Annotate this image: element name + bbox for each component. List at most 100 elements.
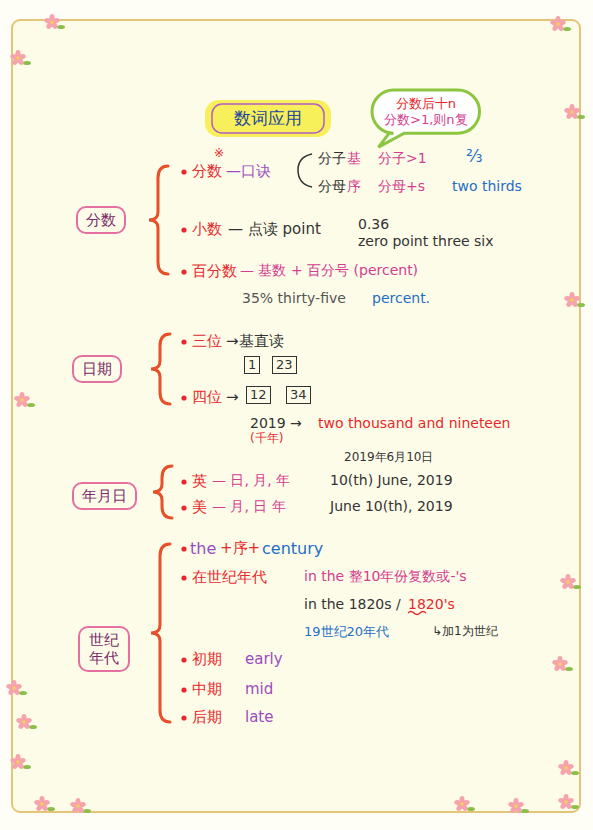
bullet-dot: [181, 339, 186, 344]
flower-ornament: [564, 104, 585, 120]
node-text: 年月日: [82, 487, 127, 505]
bullet-dot: [181, 227, 186, 232]
curly-bracket: [149, 166, 168, 274]
flower-center: [566, 580, 570, 584]
petal: [10, 53, 19, 60]
note-text: →基直读: [226, 332, 284, 350]
small-bracket: [298, 154, 312, 187]
note-text: 在世纪年代: [192, 568, 267, 586]
leaf: [23, 765, 31, 769]
title: 数词应用: [234, 107, 302, 130]
flower-ornament: [552, 656, 573, 672]
petal: [454, 799, 463, 806]
bullet-dot: [181, 715, 186, 720]
petal: [508, 801, 517, 808]
petal: [558, 763, 567, 770]
speech-bubble: 分数后十n分数>1,则n复: [372, 90, 480, 133]
bullet-dot: [181, 479, 186, 484]
flower-center: [16, 760, 20, 764]
flower-center: [570, 298, 574, 302]
petal: [16, 717, 25, 724]
node-text: 分数后十n: [384, 96, 468, 112]
note-text: — 基数 + 百分号 (percent): [240, 262, 418, 279]
flower-ornament: [508, 798, 529, 814]
note-text: — 月, 日 年: [212, 498, 286, 515]
note-text: two thirds: [452, 178, 522, 195]
flower-ornament: [14, 392, 35, 408]
note-text: 1820's: [408, 596, 455, 613]
leaf: [571, 771, 579, 775]
bullet-dot: [181, 657, 186, 662]
petal: [10, 757, 19, 764]
leaf: [573, 585, 581, 589]
note-text: 中期: [192, 680, 222, 698]
bullet-dot: [181, 575, 186, 580]
node-text: 23: [276, 357, 293, 373]
note-text: (千年): [250, 431, 283, 445]
note-text: 序: [347, 178, 361, 195]
flower-center: [558, 662, 562, 666]
flower-center: [76, 804, 80, 808]
note-text: 分子>1: [378, 150, 427, 167]
note-text: 后期: [192, 708, 222, 726]
note-text: ⅔: [466, 146, 482, 166]
note-text: mid: [245, 680, 273, 698]
petal: [560, 577, 569, 584]
note-text: — 点读 point: [228, 220, 321, 238]
note-text: 2019年6月10日: [344, 450, 433, 464]
note-text: 分母+s: [378, 178, 425, 195]
leaf: [29, 725, 37, 729]
note-text: 10(th) June, 2019: [330, 472, 453, 489]
bullet-dot: [181, 687, 186, 692]
note-text: 分母: [318, 178, 346, 195]
bullet-dot: [181, 269, 186, 274]
flower-ornament: [558, 794, 579, 810]
flower-center: [514, 804, 518, 808]
note-text: in the 1820s /: [304, 596, 401, 613]
note-text: 分数: [192, 162, 222, 180]
note-text: 百分数: [192, 262, 237, 280]
title-outline: [212, 104, 324, 133]
digit-box: 23: [272, 356, 297, 374]
category-box: 世纪 年代: [78, 626, 130, 672]
node-text: 分数>1,则n复: [384, 112, 468, 128]
flower-center: [50, 20, 54, 24]
note-text: early: [245, 650, 283, 668]
digit-box: 1: [244, 356, 260, 374]
leaf: [19, 691, 27, 695]
leaf: [47, 807, 55, 811]
note-text: 0.36: [358, 216, 389, 233]
petal: [564, 295, 573, 302]
note-text: the: [190, 539, 216, 558]
curly-bracket: [151, 334, 170, 404]
petal: [14, 395, 23, 402]
note-text: 初期: [192, 650, 222, 668]
flower-center: [460, 802, 464, 806]
bullet-dot: [181, 169, 186, 174]
leaf: [565, 667, 573, 671]
petal: [44, 17, 53, 24]
digit-box: 12: [246, 386, 271, 404]
flower-ornament: [564, 292, 585, 308]
leaf: [521, 809, 529, 813]
petal: [34, 799, 43, 806]
leaf: [571, 805, 579, 809]
flower-ornament: [558, 760, 579, 776]
leaf: [577, 303, 585, 307]
bubble-shape: [372, 90, 480, 147]
note-text: 2019 →: [250, 415, 302, 432]
flower-ornament: [16, 714, 37, 730]
flower-center: [570, 110, 574, 114]
note-text: percent.: [372, 290, 430, 307]
flower-center: [564, 800, 568, 804]
category-box: 分数: [76, 206, 126, 234]
note-text: ↳加1为世纪: [432, 624, 498, 638]
bullet-dot: [181, 395, 186, 400]
flower-center: [16, 56, 20, 60]
note-text: 小数: [192, 220, 222, 238]
bullet-dot: [181, 546, 186, 551]
curly-bracket: [153, 466, 172, 518]
curly-bracket: [151, 544, 170, 722]
flower-center: [22, 720, 26, 724]
